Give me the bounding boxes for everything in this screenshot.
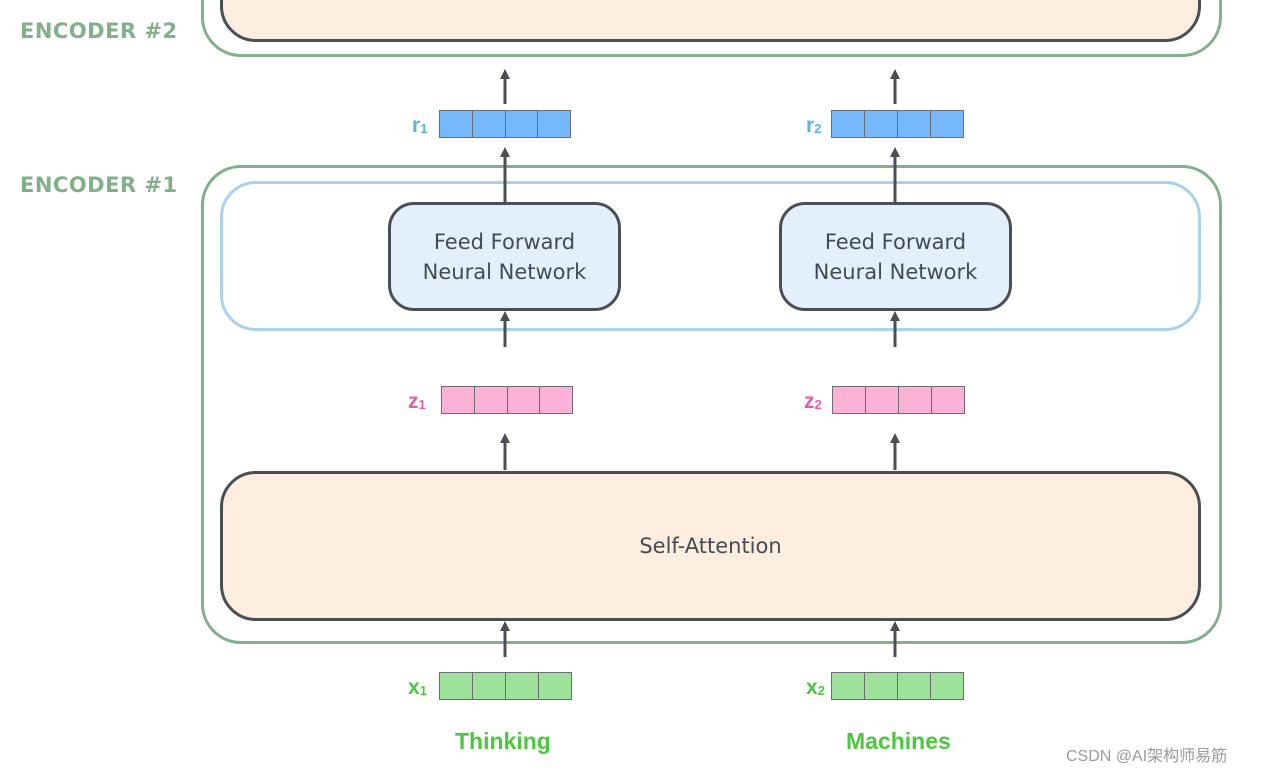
encoder-2-inner-layer [220,0,1201,42]
x2-vector [831,672,964,700]
z2-label: z2 [804,390,822,413]
self-attention-layer: Self-Attention [220,471,1201,621]
feed-forward-layer [220,181,1201,331]
input-word-machines: Machines [846,728,951,754]
r2-vector [831,110,964,138]
ffn-1-line1: Feed Forward [433,229,576,254]
self-attention-label: Self-Attention [639,534,782,558]
x1-vector [439,672,572,700]
watermark: CSDN @AI架构师易筋 [1066,748,1228,765]
x1-label: x1 [408,676,427,699]
feed-forward-network-2: Feed Forward Neural Network [779,202,1012,311]
feed-forward-network-1: Feed Forward Neural Network [388,202,621,311]
x2-label: x2 [806,676,825,699]
encoder-1-box [201,165,1222,644]
input-word-thinking: Thinking [455,728,551,754]
r1-label: r1 [412,114,428,137]
ffn-1-line2: Neural Network [422,259,587,284]
ffn-2-line2: Neural Network [813,259,978,284]
encoder-2-label: ENCODER #2 [20,19,178,43]
z1-label: z1 [408,390,426,413]
encoder-1-label: ENCODER #1 [20,173,178,197]
z2-vector [832,386,965,414]
r2-label: r2 [806,114,822,137]
ffn-2-line1: Feed Forward [824,229,967,254]
z1-vector [441,386,573,414]
r1-vector [439,110,571,138]
